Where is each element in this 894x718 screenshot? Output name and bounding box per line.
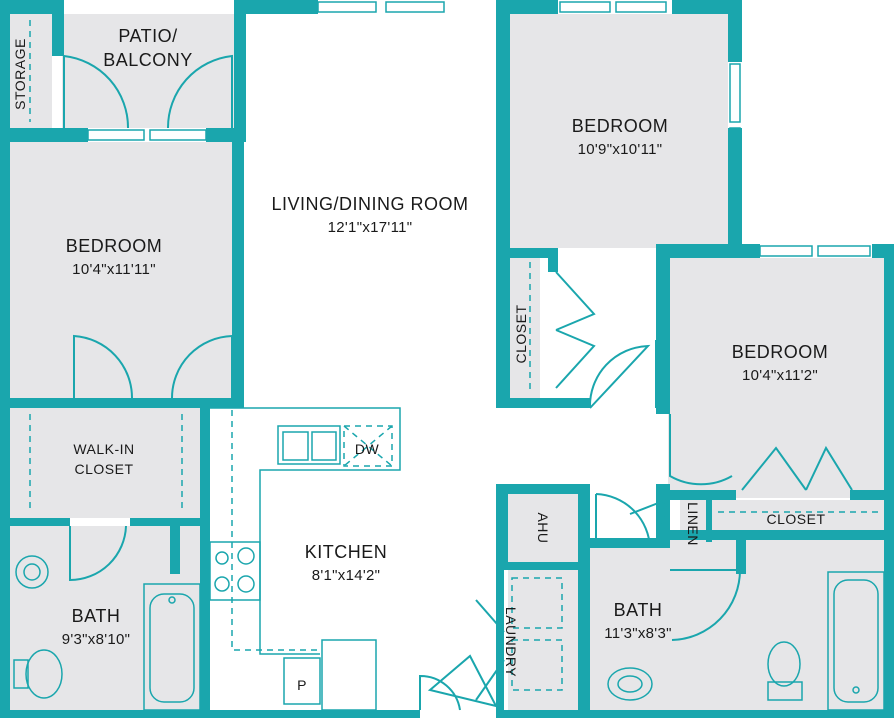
bathtub-icon <box>143 583 201 711</box>
linen-label: LINEN <box>685 502 701 546</box>
kitchen-sink-icon <box>277 425 341 465</box>
closet-mid-label: CLOSET <box>513 304 529 363</box>
dishwasher-icon <box>343 425 393 467</box>
bedroom-w-floor <box>10 142 234 398</box>
bath-sink-icon <box>15 555 49 589</box>
labels: PATIO/ BALCONY STORAGE LIVING/DINING ROO… <box>12 26 828 693</box>
patio-label-line2: BALCONY <box>103 50 193 70</box>
walkin-floor <box>10 408 200 518</box>
storage-floor <box>10 14 52 128</box>
patio-floor <box>62 14 234 128</box>
stove-icon <box>209 541 261 601</box>
bedroom-e-floor <box>668 258 888 498</box>
bathtub-east-icon <box>827 571 885 711</box>
washer-icon <box>511 577 563 629</box>
ahu-floor <box>508 494 578 564</box>
living-label: LIVING/DINING ROOM <box>271 194 468 214</box>
bath-w-floor <box>10 526 200 712</box>
pantry-icon <box>283 657 321 705</box>
closet-e-label: CLOSET <box>766 511 825 527</box>
linen-floor <box>680 494 706 552</box>
laundry-label: LAUNDRY <box>503 607 519 677</box>
dryer-icon <box>511 639 563 691</box>
bath-e-label: BATH <box>614 600 663 620</box>
refrigerator-icon <box>321 639 377 711</box>
bedroom-w-dims: 10'4"x11'11" <box>72 261 156 278</box>
patio-label-line1: PATIO/ <box>118 26 177 46</box>
bedroom-ne-floor <box>510 14 728 248</box>
closet-mid-floor <box>510 256 540 398</box>
toilet-icon <box>25 649 63 699</box>
storage-label: STORAGE <box>12 38 28 110</box>
bedroom-e-label: BEDROOM <box>732 342 829 362</box>
laundry-floor <box>508 570 578 710</box>
walkin-label-line1: WALK-IN <box>73 441 134 457</box>
bedroom-ne-dims: 10'9"x10'11" <box>578 141 663 158</box>
walkin-label-line2: CLOSET <box>74 461 133 477</box>
dishwasher-label: DW <box>355 441 380 457</box>
closet-e-floor <box>712 500 888 530</box>
kitchen-dims: 8'1"x14'2" <box>312 567 381 584</box>
bath-e-dims: 11'3"x8'3" <box>604 625 671 642</box>
bedroom-ne-label: BEDROOM <box>572 116 669 136</box>
toilet-east-icon <box>767 641 801 687</box>
fixtures <box>13 20 885 711</box>
bath-sink-east-icon <box>607 667 653 701</box>
doors <box>63 54 853 711</box>
bedroom-w-label: BEDROOM <box>66 236 163 256</box>
bedroom-e-dims: 10'4"x11'2" <box>742 367 818 384</box>
bath-w-label: BATH <box>72 606 121 626</box>
pantry-label: P <box>297 677 307 693</box>
ahu-label: AHU <box>535 512 551 543</box>
windows <box>87 1 871 257</box>
bath-w-dims: 9'3"x8'10" <box>62 631 131 648</box>
living-dims: 12'1"x17'11" <box>328 219 413 236</box>
kitchen-label: KITCHEN <box>305 542 388 562</box>
room-fills <box>10 14 888 712</box>
